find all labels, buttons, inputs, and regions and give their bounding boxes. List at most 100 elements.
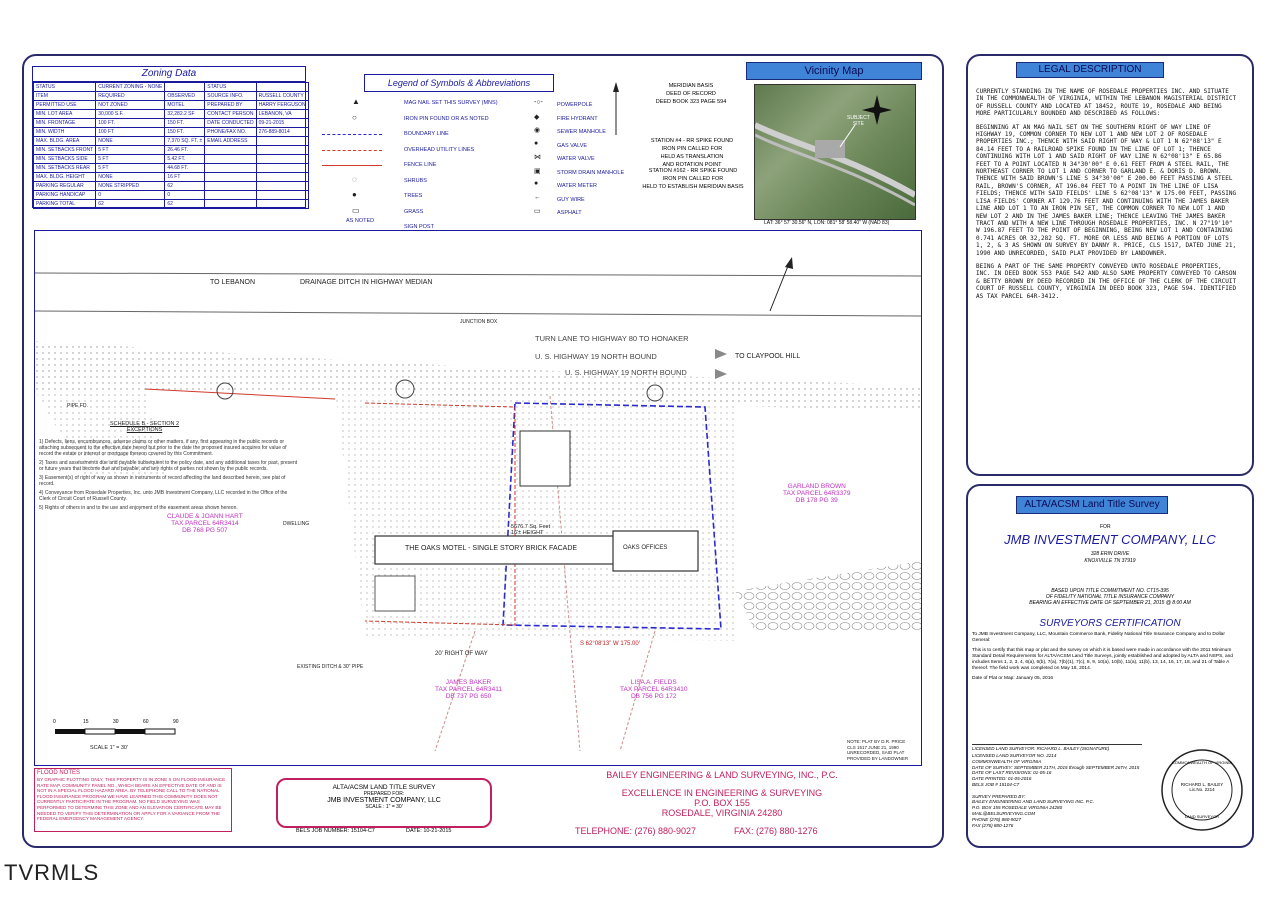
legend-item-label: OVERHEAD UTILITY LINES	[404, 146, 475, 153]
zoning-cell: 0	[164, 190, 206, 200]
legend-symbol-icon: ●	[534, 180, 539, 187]
zoning-cell: 5 FT	[95, 145, 166, 155]
drainage-ditch-label: DRAINAGE DITCH IN HIGHWAY MEDIAN	[300, 279, 433, 286]
flood-notes-text: BY GRAPHIC PLOTTING ONLY, THIS PROPERTY …	[37, 777, 226, 822]
legend-item-label: WATER VALVE	[557, 156, 595, 162]
alta-commitment: BASED UPON TITLE COMMITMENT NO. CT15-395…	[1029, 588, 1191, 606]
legend-symbol-icon: ◉	[534, 127, 541, 134]
zoning-cell: 09-21-2015	[255, 118, 309, 128]
scale-bar-label: SCALE 1" = 30'	[90, 745, 129, 751]
zoning-cell: MAX. BLDG. HEIGHT	[32, 172, 97, 182]
highway-label-1: U. S. HIGHWAY 19 NORTH BOUND	[535, 352, 657, 361]
scale-tick-label: 60	[143, 719, 149, 725]
zoning-cell: MIN. LOT AREA	[32, 109, 97, 119]
company-tagline: EXCELLENCE IN ENGINEERING & SURVEYING	[621, 788, 823, 798]
zoning-cell: 26.46 FT.	[164, 145, 206, 155]
flood-notes-box: FLOOD NOTES BY GRAPHIC PLOTTING ONLY, TH…	[34, 768, 232, 832]
alta-surveyor-signature-line: LICENSED LAND SURVEYOR: RICHARD L. BAILE…	[972, 744, 1142, 751]
alta-addr1: 328 ERIN DRIVE	[1090, 551, 1130, 557]
zoning-cell: RUSSELL COUNTY	[255, 91, 309, 101]
seal-bottom-text: LAND SURVEYOR	[1184, 814, 1220, 819]
station-4-note: STATION #4 - RR SPIKE FOUND IRON PIN CAL…	[650, 138, 734, 168]
legend-item-label: WATER METER	[557, 183, 598, 189]
scale-tick-label: 15	[83, 719, 89, 725]
company-fax: FAX: (276) 880-1276	[734, 826, 818, 836]
meridian-basis: MERIDIAN BASIS DEED OF RECORD DEED BOOK …	[655, 83, 727, 105]
zoning-cell	[255, 145, 309, 155]
dwelling-label: DWELLING	[283, 521, 310, 527]
legend-item-label: IRON PIN FOUND OR AS NOTED	[404, 115, 489, 122]
zoning-cell: 62	[164, 199, 206, 209]
scale-tick-label: 90	[173, 719, 179, 725]
company-block: BAILEY ENGINEERING & LAND SURVEYING, INC…	[590, 770, 854, 818]
scale-tick-label: 30	[113, 719, 119, 725]
schedule-b-exceptions: 1) Defects, liens, encumbrances, adverse…	[39, 439, 298, 511]
zoning-cell	[204, 145, 257, 155]
zoning-cell: STATUS	[32, 82, 97, 92]
zoning-cell	[255, 154, 309, 164]
station-162-note: STATION #162 - RR SPIKE FOUND IRON PIN C…	[642, 168, 744, 190]
zoning-cell: 100 FT.	[95, 118, 166, 128]
zoning-cell: NOT ZONED	[95, 100, 166, 110]
vicinity-map-title: Vicinity Map	[746, 62, 922, 80]
zoning-cell: NONE STRIPPED	[95, 181, 166, 191]
turn-lane-label: TURN LANE TO HIGHWAY 80 TO HONAKER	[535, 334, 689, 343]
legend-item-label: MAG NAIL SET THIS SURVEY (MNS)	[404, 100, 498, 106]
zoning-cell: MAX. BLDG. AREA	[32, 136, 97, 146]
zoning-cell: DATE CONDUCTED	[204, 118, 257, 128]
title-block-job: BELS JOB NUMBER: 15104-C7	[296, 828, 375, 834]
legend-symbol-icon: ▭	[352, 205, 360, 215]
title-block: ALTA/ACSM LAND TITLE SURVEY PREPARED FOR…	[276, 778, 492, 828]
legend-item-label: SHRUBS	[404, 177, 427, 184]
scale-tick-label: 0	[53, 719, 56, 725]
junction-box-label: JUNCTION BOX	[460, 319, 498, 325]
company-city: ROSEDALE, VIRGINIA 24280	[661, 808, 783, 818]
title-block-scale: SCALE : 1" = 30'	[365, 804, 403, 810]
zoning-cell: 5.42 FT.	[164, 154, 206, 164]
legend-item-label: BOUNDARY LINE	[404, 131, 449, 137]
seal-middle-text: RICHARD L. BAILEY Lic.No. 2214	[1180, 782, 1224, 792]
zoning-cell: 7,370 SQ. FT. ±	[164, 136, 206, 146]
garland-brown-parcel: GARLAND BROWN TAX PARCEL 64R3379 DB 178 …	[783, 483, 851, 504]
zoning-cell	[255, 136, 309, 146]
legend-symbol-icon: ●	[352, 190, 357, 199]
legend-symbol-icon: ◌	[352, 174, 357, 184]
zoning-cell: MOTEL	[164, 100, 206, 110]
title-block-line1: ALTA/ACSM LAND TITLE SURVEY	[332, 784, 436, 791]
title-block-date: DATE: 10-21-2015	[406, 828, 452, 834]
zoning-cell: LEBANON, VA	[255, 109, 309, 119]
zoning-cell: PARKING HANDICAP	[32, 190, 97, 200]
zoning-cell	[255, 181, 309, 191]
zoning-cell: MIN. SETBACKS SIDE	[32, 154, 97, 164]
plat-note: NOTE: PLAT BY D.R. PRICE CLS 1517 JUNE 2…	[847, 739, 909, 761]
subject-site-label: SUBJECT SITE	[847, 115, 870, 127]
alta-survey-info: LICENSED LAND SURVEYOR NO. 2214 COMMONWE…	[972, 753, 1140, 828]
legend-symbol-icon	[322, 149, 382, 151]
legend-symbol-icon	[322, 134, 382, 135]
vicinity-map-image: SUBJECT SITE	[754, 84, 916, 220]
zoning-cell: PERMITTED USE	[32, 100, 97, 110]
zoning-cell	[255, 82, 309, 92]
legend-item-label: ASPHALT	[557, 210, 582, 216]
zoning-cell	[204, 190, 257, 200]
zoning-cell	[204, 199, 257, 209]
legend-symbol-icon: ▭	[534, 208, 541, 215]
to-claypool-label: TO CLAYPOOL HILL	[735, 353, 801, 360]
legend-symbol-icon: ▲	[352, 97, 360, 106]
zoning-cell: EMAIL ADDRESS	[204, 136, 257, 146]
surveyor-seal: COMMONWEALTH OF VIRGINIA RICHARD L. BAIL…	[1160, 748, 1244, 832]
zoning-cell: 62	[95, 199, 166, 209]
legend-item-label: FENCE LINE	[404, 162, 437, 168]
zoning-cell: 5 FT	[95, 154, 166, 164]
zoning-cell: NONE	[95, 136, 166, 146]
motel-label: THE OAKS MOTEL - SINGLE STORY BRICK FACA…	[405, 545, 578, 552]
company-name: BAILEY ENGINEERING & LAND SURVEYING, INC…	[606, 770, 838, 780]
legend-item-label: FIRE HYDRANT	[557, 115, 598, 122]
